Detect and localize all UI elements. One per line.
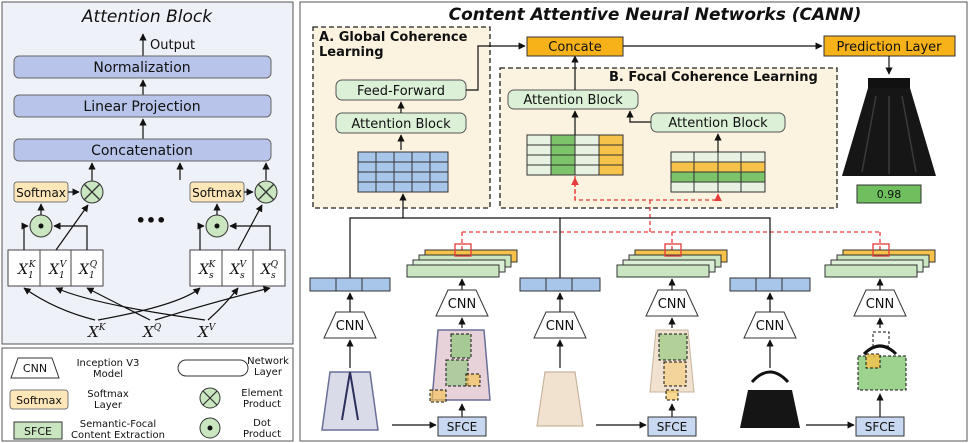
legend-panel: CNN Inception V3 Model Network Layer Sof…	[1, 347, 294, 442]
focal-attention-label-2: Attention Block	[668, 116, 768, 131]
global-title-1: A. Global Coherence	[319, 30, 468, 45]
concatenation-box	[13, 138, 272, 162]
focal-grid-2	[670, 151, 766, 193]
legend-layer-shape	[177, 359, 249, 377]
blue-layer-1	[309, 277, 391, 292]
legend-sfce-desc-1: Semantic-Focal	[80, 419, 156, 430]
cnn-block-3	[533, 311, 587, 339]
cnn-block-2	[435, 289, 489, 317]
cnn-label-3: CNN	[546, 319, 575, 334]
score-label: 0.98	[877, 188, 902, 201]
blazer-sfce-image	[429, 329, 491, 403]
legend-sfce-desc-2: Content Extraction	[71, 430, 165, 441]
blue-layer-3	[729, 277, 811, 292]
blue-layer-2	[519, 277, 601, 292]
global-connectors	[349, 193, 771, 278]
focal-title: B. Focal Coherence Learning	[609, 70, 818, 85]
xsv-label: XsV	[229, 260, 248, 281]
legend-layer-desc-2: Layer	[254, 367, 283, 378]
cnn-label-2: CNN	[448, 297, 477, 312]
stacked-layer-2	[616, 243, 728, 278]
global-feature-grid	[357, 151, 449, 193]
x1v-label: X1V	[48, 260, 68, 281]
legend-cnn-shape	[10, 357, 60, 379]
handbag-image	[740, 370, 800, 428]
sfce-box-1	[437, 416, 487, 437]
legend-element-desc-1: Element	[241, 388, 282, 399]
legend-sfce-label: SFCE	[24, 425, 52, 438]
global-title-2: Learning	[319, 45, 384, 60]
softmax-label-s: Softmax	[192, 186, 242, 200]
linear-projection-box	[13, 94, 272, 118]
legend-cnn-desc-1: Inception V3	[77, 358, 140, 369]
handbag-sfce-image	[857, 331, 907, 391]
stacked-layer-1	[406, 243, 518, 278]
cann-title: Content Attentive Neural Networks (CANN)	[449, 5, 862, 25]
attention-block-title: Attention Block	[81, 7, 213, 27]
cnn-label-1: CNN	[336, 319, 365, 334]
linear-projection-label: Linear Projection	[83, 99, 200, 115]
legend-softmax-shape	[9, 389, 69, 410]
concatenation-label: Concatenation	[91, 143, 193, 159]
legend-sfce-shape	[13, 421, 63, 440]
legend-element-desc-2: Product	[243, 399, 281, 410]
sfce-box-2	[647, 416, 697, 437]
legend-softmax-desc-1: Softmax	[87, 389, 129, 400]
cnn-block-1	[323, 311, 377, 339]
concate-label: Concate	[548, 40, 601, 55]
focal-grid-1	[526, 134, 624, 176]
input-xq: XQ	[142, 323, 162, 341]
focal-attention-label-1: Attention Block	[523, 93, 623, 108]
blazer-image	[321, 371, 379, 431]
output-label: Output	[150, 38, 195, 53]
kvq-group-s	[189, 249, 286, 287]
softmax-label-1: Softmax	[16, 186, 66, 200]
heads-ellipsis: •••	[136, 211, 167, 230]
sfce-box-3	[855, 416, 905, 437]
normalization-label: Normalization	[93, 60, 190, 76]
cnn-label-6: CNN	[866, 297, 895, 312]
legend-cnn-desc-2: Model	[93, 369, 123, 380]
legend-softmax-desc-2: Layer	[94, 400, 123, 411]
cnn-block-6	[853, 289, 907, 317]
cann-panel: Content Attentive Neural Networks (CANN)…	[299, 1, 968, 442]
feed-forward-label: Feed-Forward	[357, 84, 445, 99]
normalization-box	[13, 55, 272, 79]
focal-red-connectors	[461, 176, 881, 250]
x1k-label: X1K	[17, 260, 37, 281]
attention-head-s: Softmax XsK XsV XsQ	[189, 180, 286, 287]
blouse-sfce-image	[649, 329, 695, 401]
x1q-label: X1Q	[78, 260, 98, 281]
cnn-label-5: CNN	[756, 319, 785, 334]
legend-dot-desc-2: Product	[243, 429, 281, 440]
input-xk: XK	[87, 323, 107, 341]
legend-dot-desc-1: Dot	[253, 418, 271, 429]
xsk-label: XsK	[198, 260, 217, 281]
xsq-label: XsQ	[260, 260, 279, 281]
prediction-layer-label: Prediction Layer	[837, 40, 943, 55]
sfce-label-2: SFCE	[657, 420, 687, 434]
input-curves	[23, 286, 271, 321]
blouse-image	[536, 371, 584, 427]
legend-layer-desc-1: Network	[247, 356, 289, 367]
legend-cnn-label: CNN	[23, 362, 47, 375]
skirt-image	[842, 78, 936, 176]
global-attention-label: Attention Block	[351, 117, 451, 132]
attention-block-panel: Attention Block Output Normalization Lin…	[1, 1, 294, 345]
kvq-group-1	[7, 249, 104, 287]
legend-softmax-label: Softmax	[16, 394, 62, 407]
cnn-block-4	[645, 289, 699, 317]
sfce-label-1: SFCE	[447, 420, 477, 434]
stacked-layer-3	[824, 243, 936, 278]
focal-attention-box-1	[507, 89, 639, 110]
attention-head-1: Softmax X1K X1V X1Q	[7, 180, 104, 287]
sfce-label-3: SFCE	[865, 420, 895, 434]
input-xv: XV	[197, 323, 217, 341]
cnn-label-4: CNN	[658, 297, 687, 312]
cnn-block-5	[743, 311, 797, 339]
score-box	[856, 184, 922, 204]
